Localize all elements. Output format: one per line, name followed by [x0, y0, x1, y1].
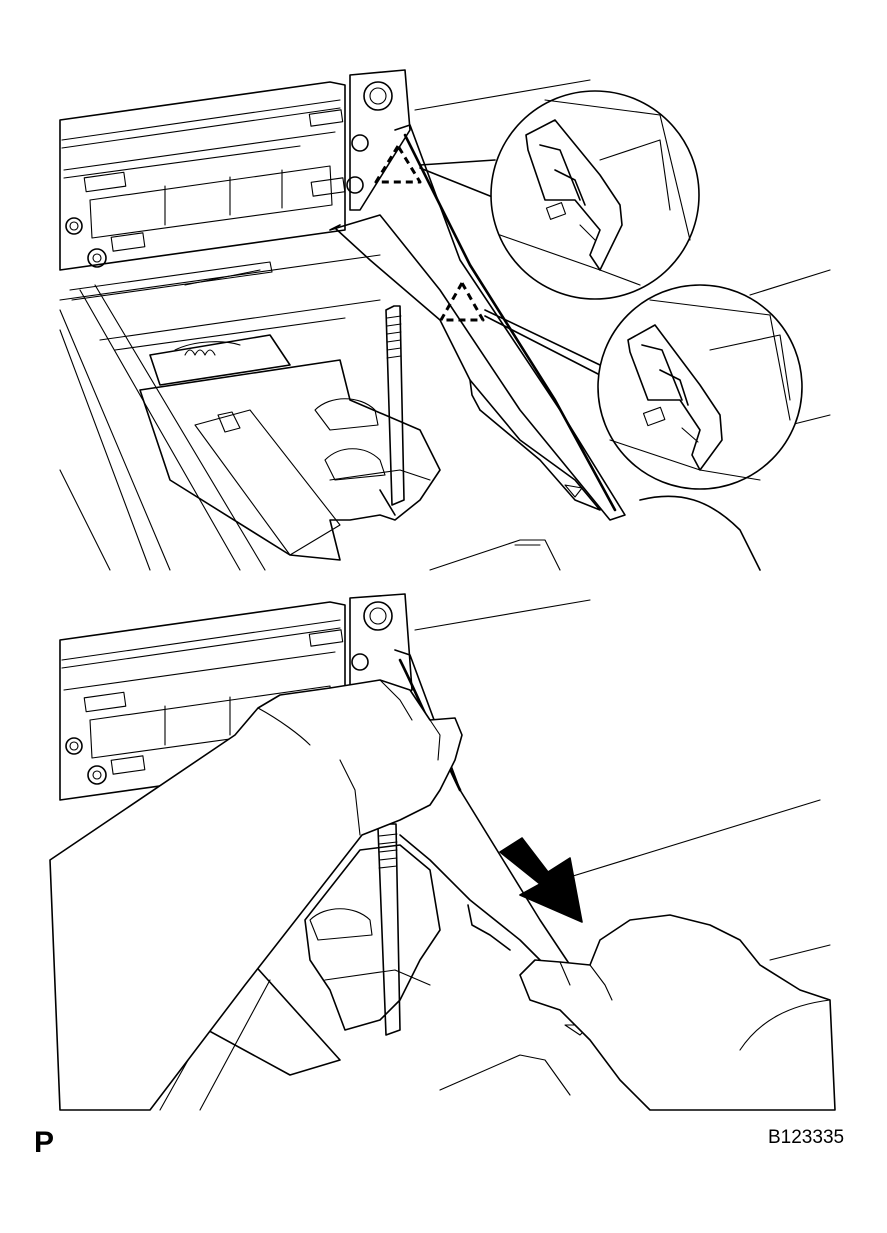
audio-panel [59, 69, 411, 301]
arrow-icon [499, 837, 583, 923]
hand-right [519, 914, 836, 1111]
triangle-dashed-icon [439, 281, 485, 322]
shift-console [59, 254, 441, 571]
view-label: P [34, 1126, 55, 1159]
floor-lines-bottom [414, 599, 831, 961]
figure-number: B123335 [768, 1127, 845, 1148]
bottom-view-panel [49, 593, 836, 1111]
hand-left [49, 679, 463, 1111]
clip-callout-upper [374, 90, 700, 300]
trim-panel [329, 124, 626, 521]
clip-callout-lower [439, 281, 803, 490]
triangle-dashed-icon [374, 144, 422, 184]
top-view-panel [59, 69, 831, 571]
